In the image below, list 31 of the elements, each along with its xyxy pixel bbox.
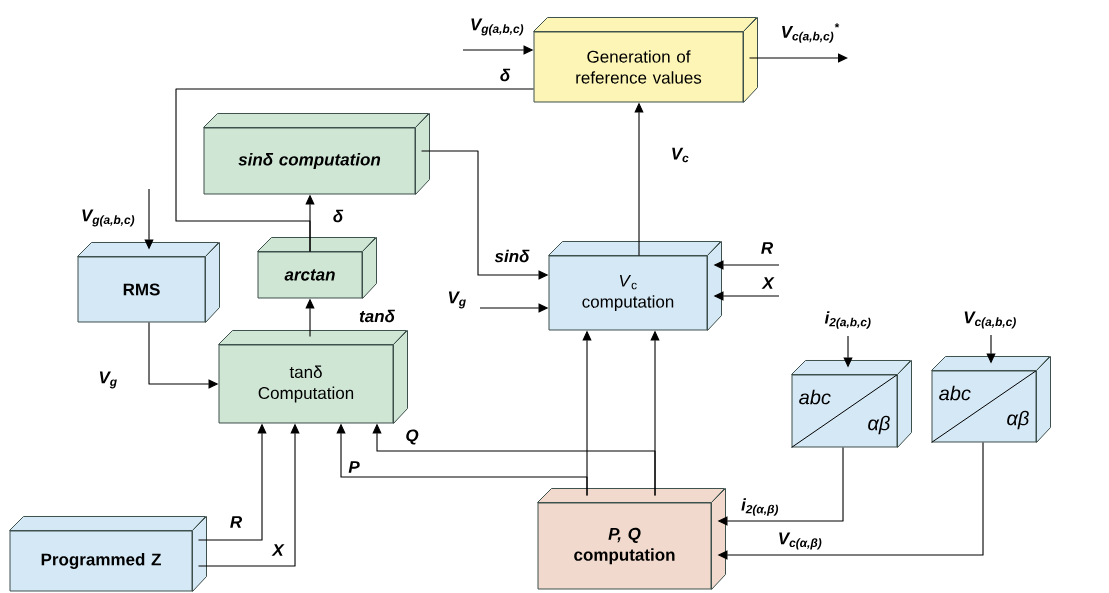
edge-label: δ <box>333 209 344 223</box>
computation-block: Programmed Z <box>9 516 207 592</box>
computation-block: P, Q computation <box>537 488 726 590</box>
edge-label: V$_{g}$ <box>448 291 466 309</box>
computation-block: arctan <box>257 237 377 299</box>
transform-block: abc αβ <box>791 360 912 448</box>
edge-label: sinδ <box>494 249 530 263</box>
edge-label: V$_{g(a,b,c)}$ <box>471 18 524 36</box>
edge-label: V$_{c(a,b,c)}$ <box>964 311 1016 329</box>
computation-block: tanδ Computation <box>218 330 408 424</box>
computation-block: RMS <box>77 242 220 323</box>
computation-block: sinδ computation <box>203 113 430 195</box>
edge-label: P <box>348 461 360 473</box>
transform-block: abc αβ <box>931 356 1051 443</box>
reference-generator-block: Generation of reference values <box>533 17 758 103</box>
edge-label: i$_{2(a,b,c)}$ <box>824 311 871 329</box>
edge-label: R <box>230 516 242 528</box>
edge-label: X <box>761 277 775 289</box>
edge-label: V$_{g(a,b,c)}$ <box>82 209 135 227</box>
computation-block: V$_{c}$ computation <box>548 241 722 331</box>
edge-label: V$_{c(α,β)}$ <box>779 532 822 550</box>
edge-label: Q <box>406 429 419 445</box>
edge-label: V$_{g}$ <box>99 371 117 389</box>
edge-label: i$_{2(α,β)}$ <box>741 498 779 516</box>
arrow <box>748 53 848 63</box>
edge-label: R <box>761 242 773 254</box>
edge-label: X <box>271 544 285 556</box>
edge-label: V$_{c}$ <box>672 147 689 163</box>
edge-label: δ <box>500 68 511 82</box>
edge-label: tanδ <box>359 309 395 323</box>
edge-label: V$_{c(a,b,c)}$* <box>782 23 840 43</box>
